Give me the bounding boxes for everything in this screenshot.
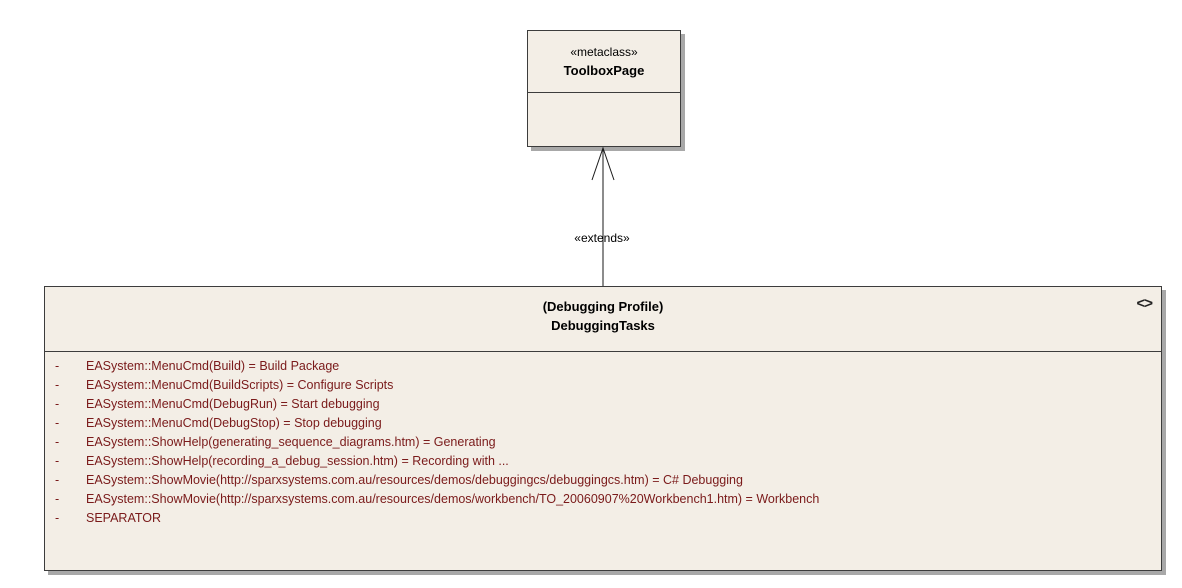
visibility-marker: - xyxy=(55,378,60,392)
attribute-text: EASystem::MenuCmd(BuildScripts) = Config… xyxy=(86,378,394,392)
attribute-text: EASystem::ShowHelp(recording_a_debug_ses… xyxy=(86,454,509,468)
arrowhead xyxy=(591,146,615,181)
visibility-marker: - xyxy=(55,397,60,411)
enumeration-icon: <> xyxy=(1136,295,1153,312)
attribute-row[interactable]: - EASystem::ShowMovie(http://sparxsystem… xyxy=(45,471,1161,490)
attribute-row[interactable]: - EASystem::MenuCmd(DebugStop) = Stop de… xyxy=(45,414,1161,433)
metaclass-element-toolboxpage[interactable]: «metaclass» ToolboxPage xyxy=(527,30,681,147)
attribute-text: EASystem::ShowHelp(generating_sequence_d… xyxy=(86,435,496,449)
attribute-row[interactable]: - EASystem::MenuCmd(BuildScripts) = Conf… xyxy=(45,376,1161,395)
visibility-marker: - xyxy=(55,473,60,487)
attribute-row[interactable]: - EASystem::MenuCmd(DebugRun) = Start de… xyxy=(45,395,1161,414)
attribute-compartment: - EASystem::MenuCmd(Build) = Build Packa… xyxy=(45,352,1161,528)
visibility-marker: - xyxy=(55,416,60,430)
attribute-text: SEPARATOR xyxy=(86,511,162,525)
visibility-marker: - xyxy=(55,359,60,373)
metaclass-header: «metaclass» ToolboxPage xyxy=(528,31,680,93)
attribute-row[interactable]: - EASystem::ShowHelp(recording_a_debug_s… xyxy=(45,452,1161,471)
class-name: DebuggingTasks xyxy=(551,318,655,333)
class-profile: (Debugging Profile) xyxy=(542,299,664,314)
class-element-debuggingtasks[interactable]: (Debugging Profile) DebuggingTasks <> - … xyxy=(44,286,1162,571)
metaclass-name: ToolboxPage xyxy=(563,63,645,78)
attribute-text: EASystem::ShowMovie(http://sparxsystems.… xyxy=(86,473,743,487)
attribute-text: EASystem::ShowMovie(http://sparxsystems.… xyxy=(86,492,820,506)
attribute-text: EASystem::MenuCmd(DebugRun) = Start debu… xyxy=(86,397,380,411)
visibility-marker: - xyxy=(55,454,60,468)
class-header: (Debugging Profile) DebuggingTasks <> xyxy=(45,287,1161,352)
visibility-marker: - xyxy=(55,511,60,525)
visibility-marker: - xyxy=(55,492,60,506)
visibility-marker: - xyxy=(55,435,60,449)
metaclass-stereotype: «metaclass» xyxy=(570,45,638,59)
attribute-row[interactable]: - EASystem::ShowHelp(generating_sequence… xyxy=(45,433,1161,452)
attribute-row[interactable]: - EASystem::MenuCmd(Build) = Build Packa… xyxy=(45,357,1161,376)
attribute-row[interactable]: - EASystem::ShowMovie(http://sparxsystem… xyxy=(45,490,1161,509)
attribute-text: EASystem::MenuCmd(DebugStop) = Stop debu… xyxy=(86,416,382,430)
attribute-row[interactable]: - SEPARATOR xyxy=(45,509,1161,528)
attribute-text: EASystem::MenuCmd(Build) = Build Package xyxy=(86,359,340,373)
extends-label: «extends» xyxy=(574,231,630,245)
